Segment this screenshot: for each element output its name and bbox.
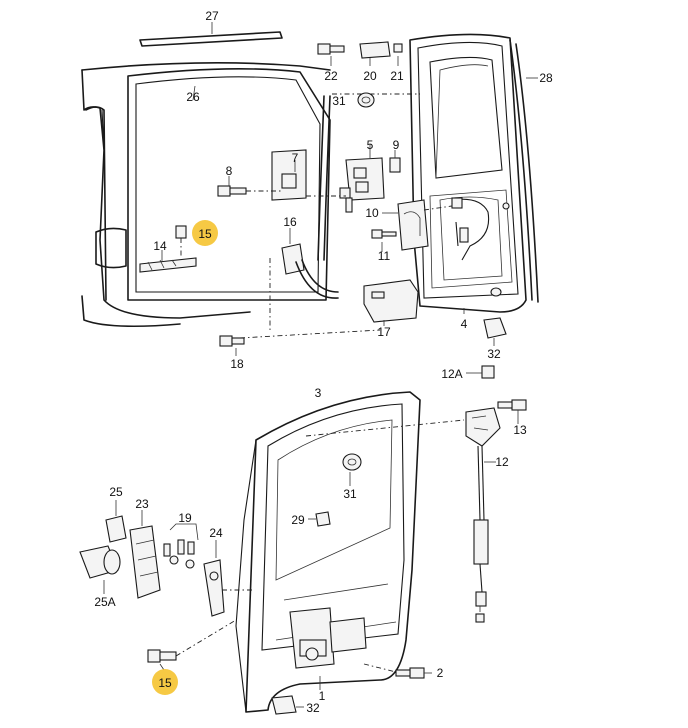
callout-7: 7 (292, 151, 299, 165)
callout-19: 19 (178, 511, 192, 525)
callout-4: 4 (461, 317, 468, 331)
callout-25: 25 (109, 485, 123, 499)
callout-5: 5 (367, 138, 374, 152)
callout-22: 22 (324, 69, 338, 83)
callout-32-top: 32 (487, 347, 501, 361)
callout-26: 26 (186, 90, 200, 104)
callout-1: 1 (319, 689, 326, 703)
callout-25A: 25A (94, 595, 115, 609)
lower-assembly (79, 365, 527, 715)
callout-15-bottom-highlight (152, 669, 178, 695)
callout-27: 27 (205, 9, 219, 23)
callout-11: 11 (378, 249, 391, 263)
callout-12A: 12A (441, 367, 462, 381)
callout-13: 13 (513, 423, 527, 437)
callout-9: 9 (393, 138, 400, 152)
callout-20: 20 (363, 69, 377, 83)
callout-24: 24 (209, 526, 223, 540)
callout-32-bottom: 32 (306, 701, 320, 715)
callout-23: 23 (135, 497, 149, 511)
callout-15-top: 15 (198, 227, 212, 241)
callout-16: 16 (283, 215, 297, 229)
callout-17: 17 (377, 325, 391, 339)
callout-labels: 27 22 20 21 28 26 31 5 9 7 8 15 14 16 10… (94, 9, 553, 715)
callout-29: 29 (291, 513, 305, 527)
upper-assembly (81, 22, 539, 356)
callout-8: 8 (226, 164, 233, 178)
callout-28: 28 (539, 71, 553, 85)
callout-14: 14 (153, 239, 167, 253)
callout-3: 3 (315, 386, 322, 400)
callout-12: 12 (495, 455, 509, 469)
callout-15-top-highlight (192, 220, 218, 246)
callout-10: 10 (365, 206, 379, 220)
callout-21: 21 (390, 69, 404, 83)
callout-2: 2 (437, 666, 444, 680)
callout-18: 18 (230, 357, 244, 371)
callout-31-top: 31 (332, 94, 346, 108)
callout-31-bottom: 31 (343, 487, 357, 501)
callout-15-bottom: 15 (158, 676, 172, 690)
